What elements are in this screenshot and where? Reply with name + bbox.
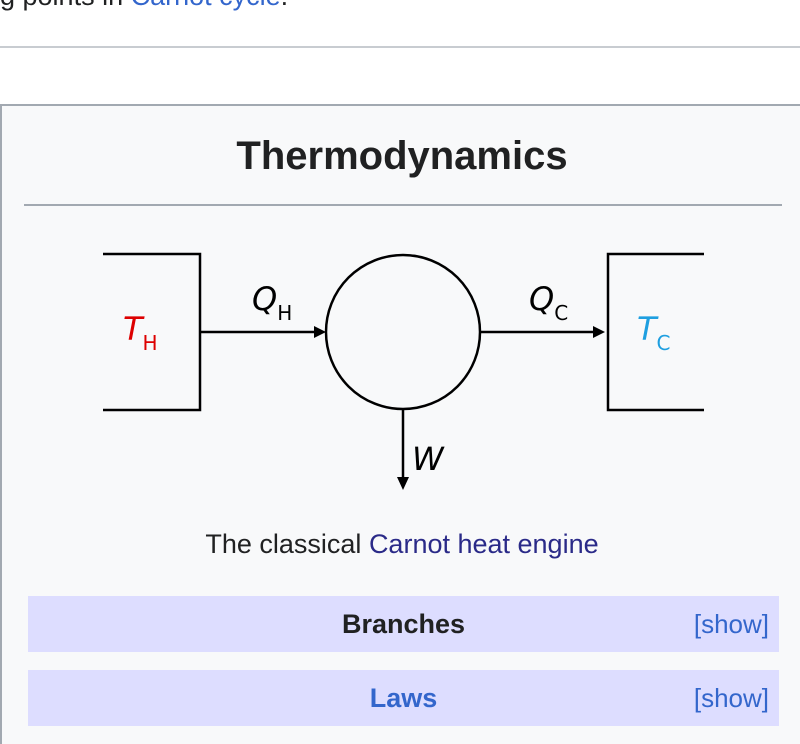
cold-temperature-label: TC <box>637 310 671 355</box>
engine-circle <box>324 253 482 411</box>
title-divider <box>24 204 782 206</box>
heat-out-arrowhead <box>593 326 605 338</box>
heat-in-subscript: H <box>277 301 292 325</box>
heat-in-label: QH <box>252 280 292 325</box>
diagram-caption: The classical Carnot heat engine <box>2 526 800 562</box>
hot-temperature-subscript: H <box>143 331 158 355</box>
hot-temperature-label: TH <box>123 310 158 355</box>
carnot-cycle-link[interactable]: Carnot cycle <box>131 0 281 11</box>
work-arrowhead <box>397 477 409 490</box>
thermodynamics-infobox: Thermodynamics TH TC QH QC W The classic… <box>0 104 800 744</box>
laws-section-header: Laws [show] <box>28 670 779 726</box>
intro-text: g points in <box>0 0 131 11</box>
branches-section-header: Branches [show] <box>28 596 779 652</box>
heat-out-subscript: C <box>554 301 568 325</box>
section-divider <box>0 46 800 48</box>
branches-label: Branches <box>341 609 466 639</box>
cold-temperature-subscript: C <box>657 331 671 355</box>
work-label: W <box>412 440 445 478</box>
carnot-engine-diagram: TH TC QH QC W <box>103 252 704 490</box>
cold-reservoir-box <box>606 252 704 412</box>
laws-show-toggle[interactable]: [show] <box>693 683 769 713</box>
branches-show-toggle[interactable]: [show] <box>693 609 769 639</box>
laws-link[interactable]: Laws <box>369 683 438 713</box>
caption-text: The classical <box>205 529 369 559</box>
heat-out-label: QC <box>529 280 568 325</box>
heat-in-arrowhead <box>314 326 326 338</box>
carnot-heat-engine-link[interactable]: Carnot heat engine <box>368 529 599 559</box>
intro-text-suffix: . <box>281 0 289 11</box>
intro-text-fragment: g points in Carnot cycle. <box>0 0 288 14</box>
infobox-title: Thermodynamics <box>236 134 568 178</box>
